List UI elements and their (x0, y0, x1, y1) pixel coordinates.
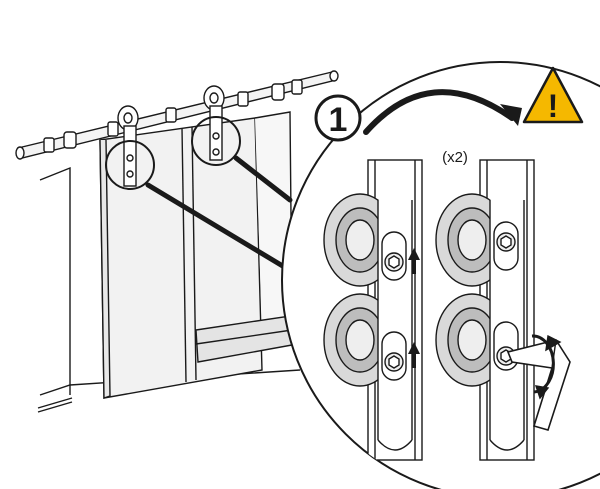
hanger-right (203, 85, 225, 161)
roller-assembly-right (435, 159, 535, 461)
roller-assembly-left (323, 159, 423, 461)
door-scene (37, 111, 301, 413)
zoom-pointer-lines (145, 155, 293, 271)
direction-arrow-icon (363, 89, 522, 135)
step-number: 1 (329, 101, 348, 139)
zoom-callout-circles (105, 116, 241, 190)
warning-symbol: ! (548, 88, 559, 124)
sliding-rail (15, 70, 339, 160)
warning-triangle-icon: ! (522, 66, 584, 124)
detail-callout (281, 61, 600, 489)
step-number-badge: 1 (314, 94, 362, 142)
quantity-label: (x2) (442, 149, 468, 166)
up-arrow-icon (408, 248, 420, 368)
